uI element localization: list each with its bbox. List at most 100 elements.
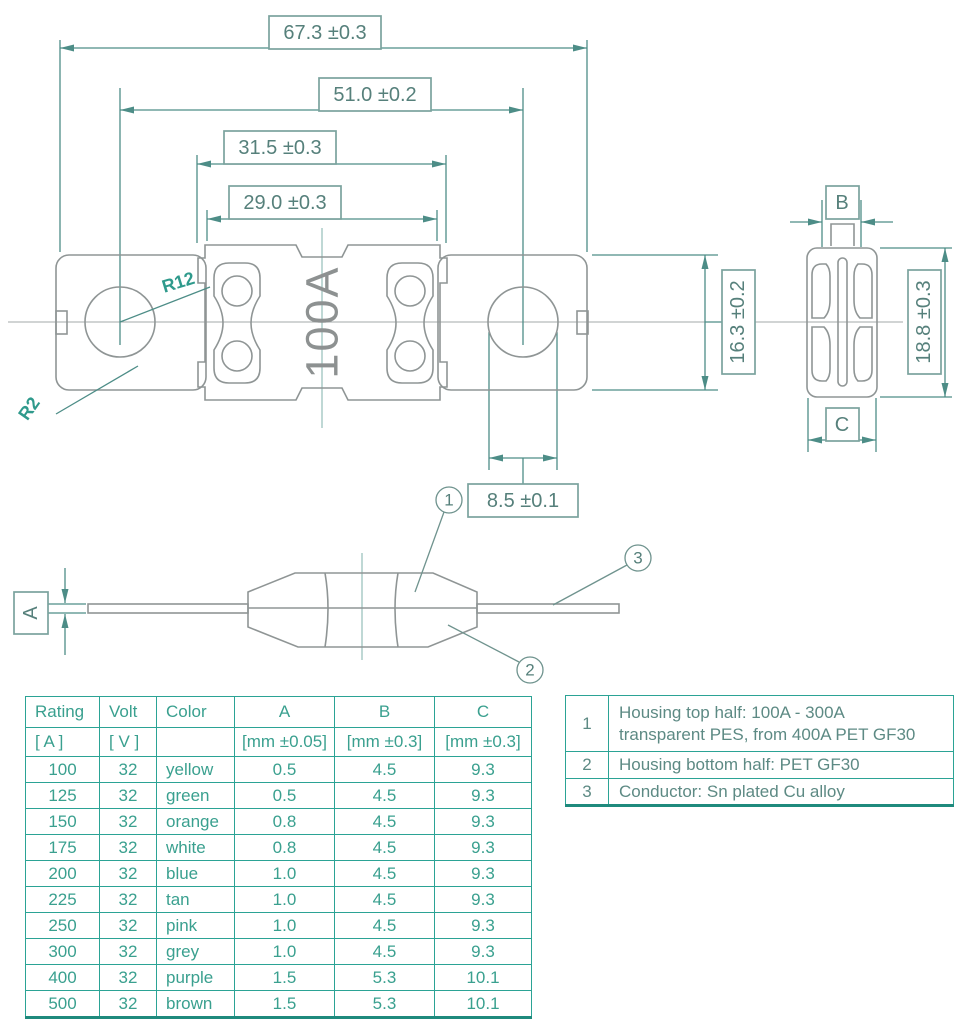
cell: 4.5	[334, 756, 435, 783]
cell: 1.0	[234, 886, 335, 913]
cell: 10.1	[434, 990, 532, 1018]
end-view-rib	[853, 326, 873, 382]
cell: 32	[99, 912, 157, 939]
dim-hole-spacing: 51.0 ±0.2	[333, 84, 416, 106]
cell: 32	[99, 834, 157, 861]
legend-description: Housing top half: 100A - 300A transparen…	[608, 695, 954, 752]
fuse-technical-drawing: 100A R12 R2 1 2 3 67.3 ±0.3 51.0 ±0.2 31…	[8, 15, 952, 684]
materials-legend-table: 1 Housing top half: 100A - 300A transpar…	[565, 695, 954, 808]
end-view-rib	[811, 326, 831, 382]
left-edge-notch	[55, 310, 68, 335]
cell: 32	[99, 886, 157, 913]
cell: 32	[99, 782, 157, 809]
cell: 9.3	[434, 782, 532, 809]
callout-2-number: 2	[525, 661, 534, 680]
col-header: A	[234, 696, 335, 728]
fuse-end-view	[806, 223, 878, 398]
cell: 1.0	[234, 912, 335, 939]
cell: 32	[99, 860, 157, 887]
ratings-table: Rating Volt Color A B C [ A ] [ V ] [mm …	[25, 696, 532, 1019]
cell: 150	[25, 808, 100, 835]
legend-number: 2	[565, 751, 609, 779]
cell: 4.5	[334, 782, 435, 809]
dim-b-label: B	[835, 192, 848, 214]
cell: 1.0	[234, 938, 335, 965]
radius-corner-label: R2	[14, 393, 44, 423]
unit-cell: [mm ±0.05]	[234, 727, 335, 757]
cell: 32	[99, 990, 157, 1018]
cell: 32	[99, 808, 157, 835]
cell: 4.5	[334, 938, 435, 965]
rivet-hole	[221, 275, 253, 307]
cell: orange	[156, 808, 235, 835]
rivet-hole	[221, 340, 253, 372]
radius-hole-label: R12	[160, 268, 197, 297]
cell: 9.3	[434, 938, 532, 965]
cell: 0.8	[234, 834, 335, 861]
end-view-rib	[811, 263, 831, 319]
vertical-centerlines	[321, 228, 363, 660]
cell: 250	[25, 912, 100, 939]
left-rivet-boss	[213, 262, 261, 384]
legend-description: Housing bottom half: PET GF30	[608, 751, 954, 779]
cell: 0.5	[234, 782, 335, 809]
cell: 5.3	[334, 964, 435, 991]
cell: 9.3	[434, 756, 532, 783]
col-header: Color	[156, 696, 235, 728]
cell: 225	[25, 886, 100, 913]
housing-profile	[247, 572, 478, 648]
rivet-hole	[394, 340, 426, 372]
cell: brown	[156, 990, 235, 1018]
cell: purple	[156, 964, 235, 991]
legend-desc-line: transparent PES, from 400A PET GF30	[619, 724, 916, 744]
col-header: Volt	[99, 696, 157, 728]
end-view-body	[806, 247, 878, 398]
left-mounting-hole	[84, 286, 156, 358]
cell: 0.5	[234, 756, 335, 783]
cell: 1.5	[234, 964, 335, 991]
dim-housing-inner: 29.0 ±0.3	[243, 192, 326, 214]
dim-pad-height: 16.3 ±0.2	[727, 280, 749, 363]
unit-cell	[156, 727, 235, 757]
dim-total-width: 67.3 ±0.3	[283, 22, 366, 44]
cell: tan	[156, 886, 235, 913]
legend-number: 1	[565, 695, 609, 752]
cell: 4.5	[334, 834, 435, 861]
callout-1-number: 1	[444, 491, 453, 510]
cell: 32	[99, 756, 157, 783]
housing-inner-line	[324, 572, 329, 648]
dim-housing-outer: 31.5 ±0.3	[238, 137, 321, 159]
housing-inner-line	[394, 572, 399, 648]
terminal-tab	[830, 223, 855, 246]
dimension-boxes: 67.3 ±0.3 51.0 ±0.2 31.5 ±0.3 29.0 ±0.3 …	[13, 15, 942, 635]
callout-circle-1	[435, 486, 463, 514]
legend-row: 1 Housing top half: 100A - 300A transpar…	[565, 695, 954, 752]
cell: 500	[25, 990, 100, 1018]
housing-outline	[197, 244, 448, 401]
cell: 5.3	[334, 990, 435, 1018]
col-header: B	[334, 696, 435, 728]
cell: green	[156, 782, 235, 809]
unit-cell: [mm ±0.3]	[434, 727, 532, 757]
cell: 200	[25, 860, 100, 887]
amp-rating-marking: 100A	[297, 265, 348, 378]
cell: 400	[25, 964, 100, 991]
conductor-right-blade	[476, 603, 620, 614]
right-rivet-boss	[386, 262, 434, 384]
dim-hole-dia: 8.5 ±0.1	[487, 490, 559, 512]
cell: pink	[156, 912, 235, 939]
callout-circle-2	[516, 656, 544, 684]
cell: 9.3	[434, 912, 532, 939]
unit-cell: [ A ]	[25, 727, 100, 757]
cell: 4.5	[334, 886, 435, 913]
end-view-rib	[853, 263, 873, 319]
legend-description: Conductor: Sn plated Cu alloy	[608, 777, 954, 807]
cell: 10.1	[434, 964, 532, 991]
cell: 1.0	[234, 860, 335, 887]
unit-cell: [mm ±0.3]	[334, 727, 435, 757]
